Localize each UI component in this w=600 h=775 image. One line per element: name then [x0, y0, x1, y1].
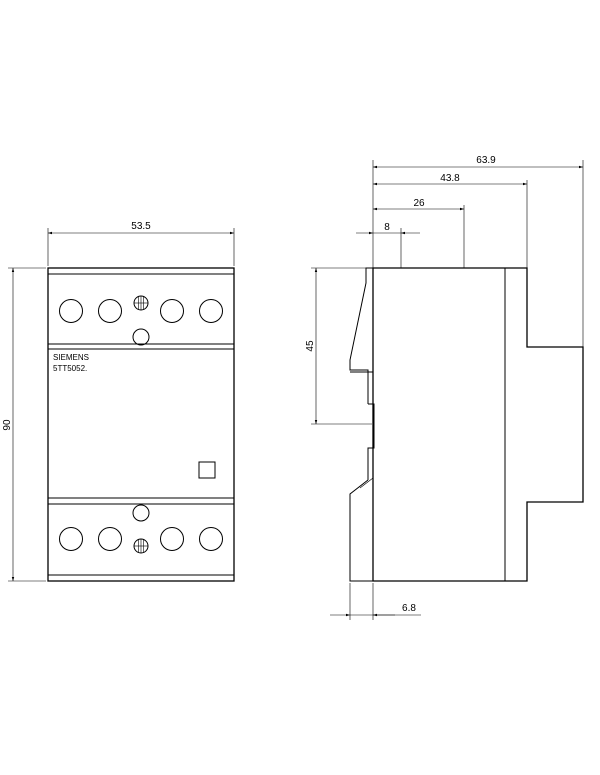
terminal-screw-icon: [98, 299, 122, 323]
terminal-screw-icon: [160, 299, 184, 323]
dimension-depth-8-label: 8: [384, 222, 390, 233]
terminal-screw-icon: [199, 527, 223, 551]
din-rail-clip: [349, 267, 375, 582]
brand-label: SIEMENS: [53, 353, 89, 362]
dimension-width-label: 53.5: [131, 221, 151, 232]
dimension-height-label: 90: [2, 419, 13, 431]
terminal-screw-icon: [98, 527, 122, 551]
front-housing: [47, 267, 235, 582]
dimension-width: 53.5: [47, 221, 235, 266]
terminal-screw-icon: [199, 299, 223, 323]
side-view: 63.9 43.8 26 8 45 6.8: [305, 155, 584, 620]
dimension-height: 90: [2, 267, 46, 582]
terminal-screw-icon: [59, 527, 83, 551]
dimension-depth-group: 63.9 43.8 26 8: [356, 155, 584, 347]
terminal-screw-icon: [59, 299, 83, 323]
terminal-screw-icon: [160, 527, 184, 551]
side-housing: [372, 267, 584, 582]
indicator-hole-icon: [132, 328, 150, 346]
top-terminals: [59, 295, 223, 346]
dimension-45-label: 45: [305, 340, 316, 352]
front-view: SIEMENS 5TT5052. 53.5: [2, 221, 235, 582]
dimension-45: 45: [305, 267, 372, 425]
center-screw-icon: [133, 295, 149, 311]
dimension-depth-mid-label: 43.8: [440, 173, 460, 184]
indicator-hole-icon: [132, 504, 150, 522]
status-window-icon: [198, 461, 216, 479]
dimension-depth-26-label: 26: [413, 198, 425, 209]
center-screw-icon: [133, 538, 149, 554]
dimension-offset-label: 6.8: [402, 603, 416, 614]
dimension-offset: 6.8: [330, 583, 421, 620]
model-label: 5TT5052.: [53, 364, 87, 373]
bottom-terminals: [59, 504, 223, 554]
dimension-depth-total-label: 63.9: [476, 155, 496, 166]
